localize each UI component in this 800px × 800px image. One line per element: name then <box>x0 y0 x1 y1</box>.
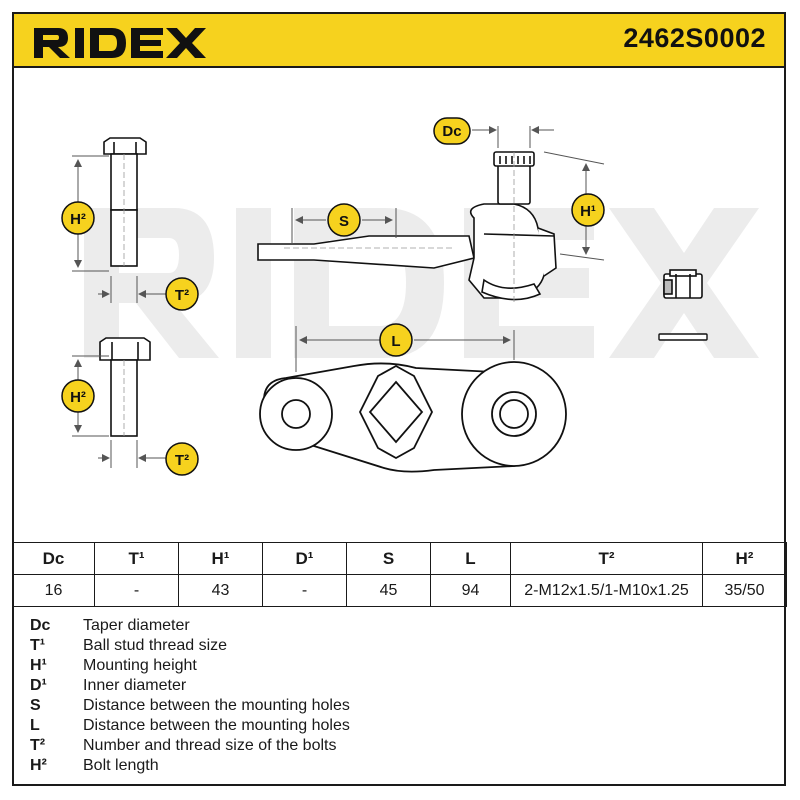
h2-bottom-badge <box>61 379 95 413</box>
legend-desc: Distance between the mounting holes <box>83 697 350 714</box>
s-label: S <box>339 213 349 230</box>
spec-value-row: 16 - 43 - 45 94 2-M12x1.5/1-M10x1.25 35/… <box>12 574 787 607</box>
header-s: S <box>346 542 431 575</box>
legend-code: L <box>30 717 40 734</box>
legend-code: S <box>30 697 41 714</box>
spec-table: Dc T¹ H¹ D¹ S L T² H² 16 - 43 - 45 94 2-… <box>12 542 787 607</box>
legend-item: T¹ Ball stud thread size <box>30 636 350 656</box>
value-h2: 35/50 <box>702 574 787 607</box>
legend-item: H¹ Mounting height <box>30 656 350 676</box>
t2-bottom-label: T² <box>175 452 189 469</box>
legend-desc: Distance between the mounting holes <box>83 717 350 734</box>
dc-label: Dc <box>442 123 461 140</box>
dim-l <box>295 326 515 372</box>
legend-desc: Mounting height <box>83 657 197 674</box>
bolt-top <box>103 137 147 267</box>
legend-code: D¹ <box>30 677 47 694</box>
header-t2: T² <box>510 542 703 575</box>
legend-desc: Ball stud thread size <box>83 637 228 654</box>
header-dc: Dc <box>12 542 95 575</box>
legend-desc: Bolt length <box>83 757 159 774</box>
dim-s <box>291 208 397 244</box>
legend-item: S Distance between the mounting holes <box>30 696 350 716</box>
l-badge <box>379 323 413 357</box>
value-l: 94 <box>430 574 511 607</box>
legend-code: T¹ <box>30 637 46 654</box>
value-t1: - <box>94 574 179 607</box>
ridex-logo <box>34 28 206 58</box>
header-h1: H¹ <box>178 542 263 575</box>
part-number: 2462S0002 <box>623 23 766 53</box>
legend-desc: Inner diameter <box>83 677 187 694</box>
washer <box>658 333 708 341</box>
h2-top-badge <box>61 201 95 235</box>
h1-badge <box>571 193 605 227</box>
ball-joint-side-view <box>257 151 557 304</box>
value-s: 45 <box>346 574 431 607</box>
legend-code: H¹ <box>30 657 47 674</box>
header-t1: T¹ <box>94 542 179 575</box>
technical-drawing: H² T² H² T² Dc <box>61 117 759 476</box>
legend-item: D¹ Inner diameter <box>30 676 350 696</box>
dc-badge <box>433 117 471 145</box>
header-bar: 2462S0002 <box>12 12 786 68</box>
legend-item: T² Number and thread size of the bolts <box>30 736 350 756</box>
legend-item: L Distance between the mounting holes <box>30 716 350 736</box>
s-badge <box>327 203 361 237</box>
nut <box>663 269 703 299</box>
legend-item: H² Bolt length <box>30 756 350 776</box>
ball-joint-top-view <box>259 361 567 473</box>
legend-code: T² <box>30 737 46 754</box>
header-l: L <box>430 542 511 575</box>
legend-desc: Number and thread size of the bolts <box>83 737 337 754</box>
l-label: L <box>391 333 400 350</box>
h1-label: H¹ <box>580 203 596 220</box>
legend-code: Dc <box>30 617 51 634</box>
header-h2: H² <box>702 542 787 575</box>
value-dc: 16 <box>12 574 95 607</box>
legend: Dc Taper diameter T¹ Ball stud thread size… <box>30 616 350 776</box>
value-t2: 2-M12x1.5/1-M10x1.25 <box>510 574 703 607</box>
spec-header-row: Dc T¹ H¹ D¹ S L T² H² <box>12 542 787 575</box>
legend-code: H² <box>30 757 47 774</box>
h2-top-label: H² <box>70 211 86 228</box>
h2-bottom-label: H² <box>70 389 86 406</box>
legend-desc: Taper diameter <box>83 617 190 634</box>
bolt-bottom <box>99 337 151 437</box>
value-d1: - <box>262 574 347 607</box>
t2-bottom-badge <box>165 442 199 476</box>
legend-item: Dc Taper diameter <box>30 616 350 636</box>
t2-top-badge <box>165 277 199 311</box>
t2-top-label: T² <box>175 287 189 304</box>
value-h1: 43 <box>178 574 263 607</box>
dim-dc <box>472 126 554 148</box>
header-d1: D¹ <box>262 542 347 575</box>
